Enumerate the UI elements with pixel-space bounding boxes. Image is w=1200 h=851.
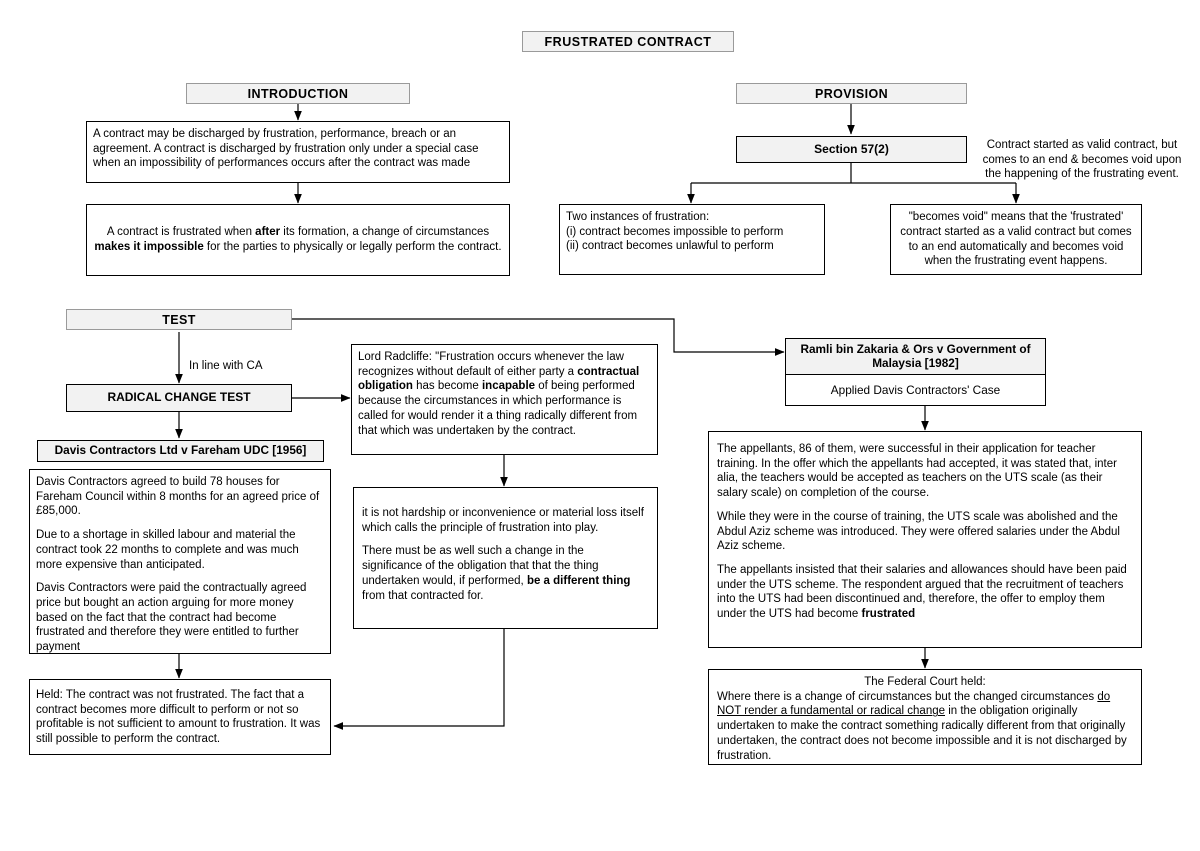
test-heading-label: TEST	[162, 312, 196, 327]
frustration-part3: for the parties to physically or legally…	[203, 241, 502, 253]
provision-void-box: "becomes void" means that the 'frustrate…	[890, 204, 1142, 275]
radcliffe-bold2: incapable	[481, 380, 536, 393]
test-edge-label-text: In line with CA	[189, 360, 263, 372]
holding-underline: do NOT render a fundamental or radical c…	[717, 690, 1111, 718]
federal-court-held-text: Where there is a change of circumstances…	[717, 690, 1133, 764]
radcliffe-quote-text: Lord Radcliffe: "Frustration occurs when…	[358, 350, 651, 438]
holding-part1: Where there is a change of circumstances…	[717, 690, 1098, 703]
provision-section-label: Section 57(2)	[814, 141, 889, 156]
frustration-bold2: makes it impossible	[94, 241, 204, 253]
hardship-paragraph-2: There must be as well such a change in t…	[362, 544, 647, 603]
ramli-case-header-stack: Ramli bin Zakaria & Ors v Government of …	[785, 338, 1046, 406]
diagram-title-label: FRUSTRATED CONTRACT	[544, 34, 712, 49]
davis-facts-paragraph-1: Davis Contractors agreed to build 78 hou…	[36, 476, 320, 518]
ramli-facts-bold: frustrated	[861, 608, 916, 621]
davis-case-title-label: Davis Contractors Ltd v Fareham UDC [195…	[54, 443, 307, 458]
introduction-frustration-box: A contract is frustrated when after its …	[86, 204, 510, 276]
provision-side-note: Contract started as valid contract, but …	[982, 138, 1182, 182]
provision-instances-box: Two instances of frustration: (i) contra…	[559, 204, 825, 275]
frustration-part1: A contract is frustrated when	[106, 226, 256, 239]
section-heading-test: TEST	[66, 309, 292, 330]
introduction-definition-text: A contract may be discharged by frustrat…	[93, 128, 479, 170]
instances-line-3: (ii) contract becomes unlawful to perfor…	[566, 240, 774, 253]
ramli-case-title: Ramli bin Zakaria & Ors v Government of …	[785, 338, 1046, 375]
radical-change-test-box: RADICAL CHANGE TEST	[66, 384, 292, 412]
provision-heading-label: PROVISION	[814, 86, 889, 101]
ramli-case-facts-box: The appellants, 86 of them, were success…	[708, 431, 1142, 648]
ramli-facts-part1: The appellants insisted that their salar…	[717, 564, 1127, 621]
davis-case-facts-box: Davis Contractors agreed to build 78 hou…	[29, 469, 331, 654]
hardship-box: it is not hardship or inconvenience or m…	[353, 487, 658, 629]
davis-case-held-box: Held: The contract was not frustrated. T…	[29, 679, 331, 755]
hardship-part2: from that contracted for.	[362, 589, 484, 602]
davis-held-text: Held: The contract was not frustrated. T…	[36, 689, 321, 746]
federal-court-held-label: The Federal Court held:	[864, 676, 986, 688]
radical-change-test-label: RADICAL CHANGE TEST	[107, 390, 251, 405]
davis-facts-paragraph-2: Due to a shortage in skilled labour and …	[36, 529, 299, 571]
hardship-paragraph-1: it is not hardship or inconvenience or m…	[362, 507, 644, 534]
introduction-heading-label: INTRODUCTION	[247, 86, 349, 101]
provision-section-box: Section 57(2)	[736, 136, 967, 163]
provision-void-text: "becomes void" means that the 'frustrate…	[900, 211, 1132, 268]
radcliffe-quote-box: Lord Radcliffe: "Frustration occurs when…	[351, 344, 658, 455]
radcliffe-bold1: contractual obligation	[358, 365, 640, 393]
section-heading-provision: PROVISION	[736, 83, 967, 104]
introduction-definition-box: A contract may be discharged by frustrat…	[86, 121, 510, 183]
ramli-facts-paragraph-2: While they were in the course of trainin…	[717, 510, 1120, 553]
test-edge-label: In line with CA	[189, 359, 319, 374]
instances-line-1: Two instances of frustration:	[566, 211, 710, 223]
davis-case-title-box: Davis Contractors Ltd v Fareham UDC [195…	[37, 440, 324, 462]
provision-side-note-text: Contract started as valid contract, but …	[982, 139, 1182, 181]
holding-part2: in the obligation originally undertaken …	[717, 705, 1127, 762]
radcliffe-part2: has become	[412, 380, 482, 393]
frustration-part2: its formation, a change of circumstances	[280, 226, 490, 239]
hardship-part1: There must be as well such a change in t…	[362, 545, 599, 587]
hardship-bold: be a different thing	[526, 574, 631, 587]
diagram-title: FRUSTRATED CONTRACT	[522, 31, 734, 52]
radcliffe-part1: Lord Radcliffe: "Frustration occurs when…	[358, 351, 624, 378]
ramli-case-subtitle: Applied Davis Contractors' Case	[785, 374, 1046, 406]
radcliffe-part3: of being performed because the circumsta…	[358, 380, 638, 437]
section-heading-introduction: INTRODUCTION	[186, 83, 410, 104]
davis-facts-paragraph-3: Davis Contractors were paid the contract…	[36, 582, 307, 654]
frustration-bold1: after	[255, 226, 281, 239]
instances-line-2: (i) contract becomes impossible to perfo…	[566, 225, 784, 238]
ramli-facts-paragraph-1: The appellants, 86 of them, were success…	[717, 443, 1117, 500]
ramli-facts-paragraph-3: The appellants insisted that their salar…	[717, 563, 1133, 622]
introduction-frustration-text: A contract is frustrated when after its …	[93, 225, 503, 254]
ramli-case-holding-box: The Federal Court held: Where there is a…	[708, 669, 1142, 765]
